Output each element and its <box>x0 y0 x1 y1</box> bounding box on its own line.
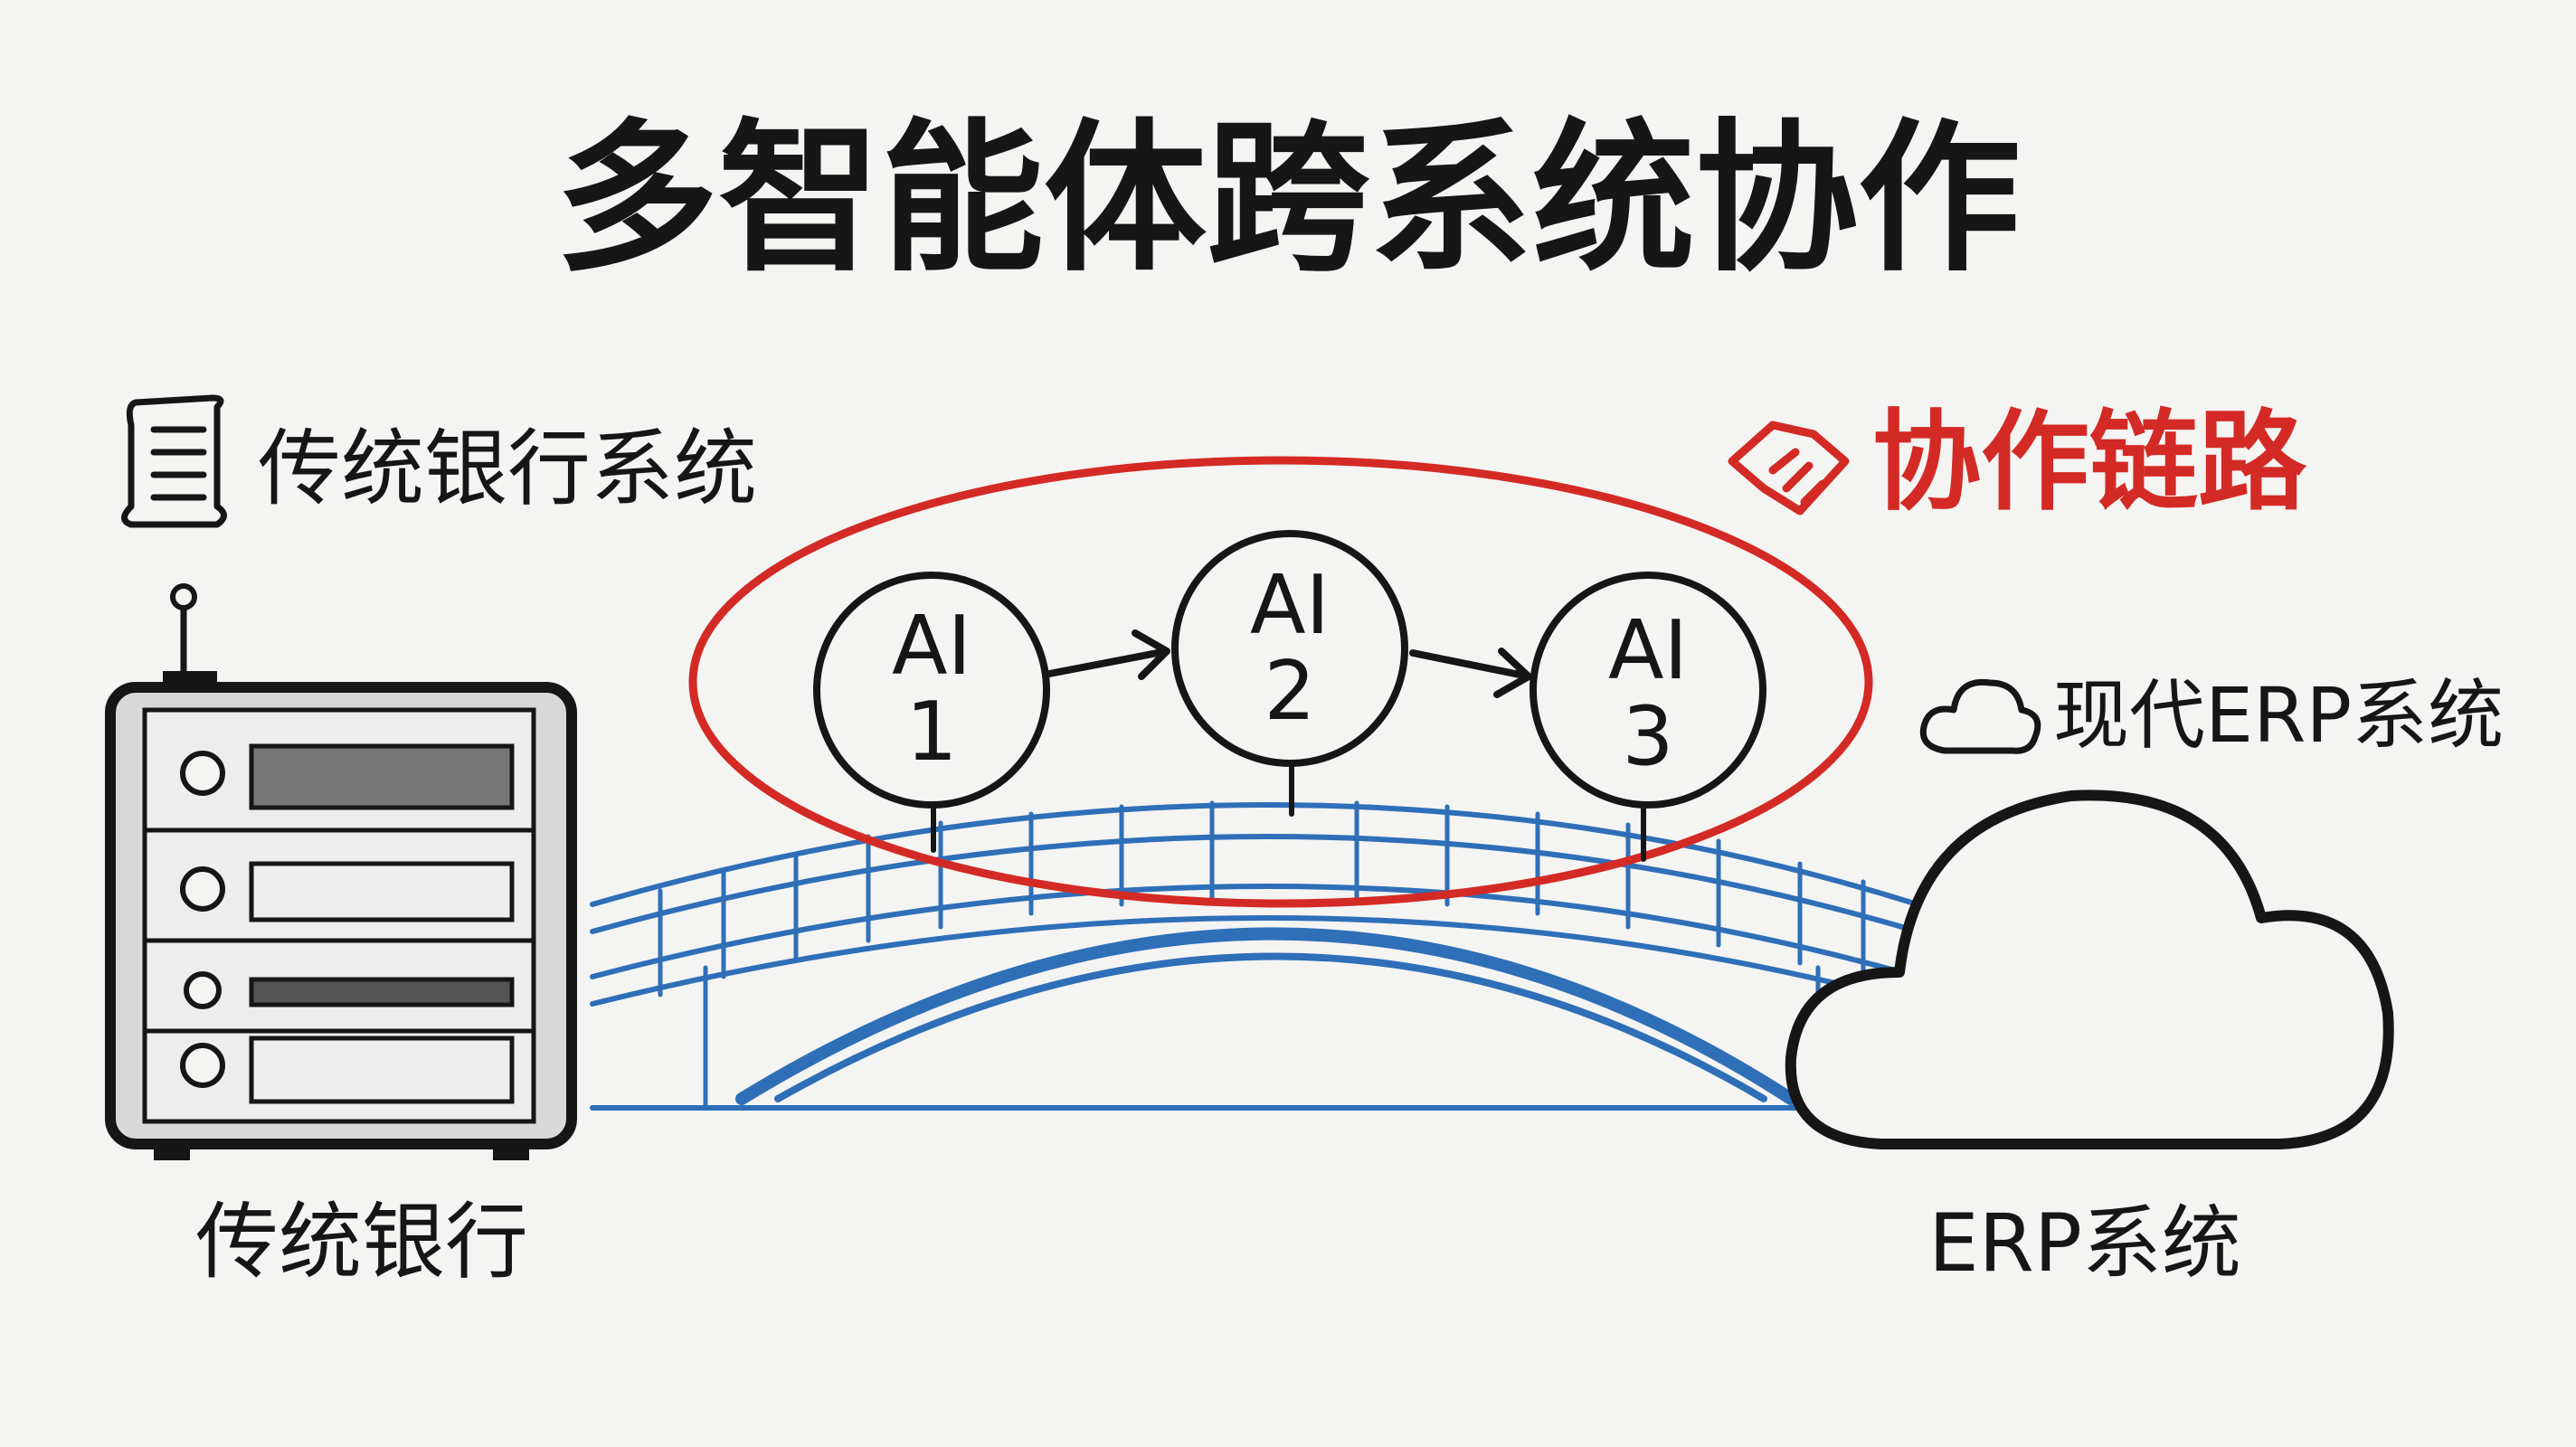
agent-node-1[interactable]: AI 1 <box>813 572 1050 853</box>
right-node-label: ERP系统 <box>1928 1196 2241 1290</box>
left-node-label: 传统银行 <box>195 1194 528 1291</box>
scroll-icon <box>121 394 227 528</box>
agent-number: 3 <box>1622 689 1673 784</box>
arrow-icon <box>1046 629 1170 680</box>
arrow-icon <box>1409 648 1532 698</box>
agent-label: AI <box>1608 603 1688 698</box>
page-title: 多智能体跨系统协作 <box>555 105 2021 294</box>
erp-cloud-icon <box>1785 790 2394 1149</box>
legend-modern-label: 现代ERP系统 <box>2053 671 2504 760</box>
agent-label: AI <box>1250 558 1330 653</box>
handshake-icon <box>1728 421 1850 515</box>
agent-node-2[interactable]: AI 2 <box>1171 530 1408 817</box>
cloud-icon <box>1919 678 2041 754</box>
server-icon <box>105 583 577 1160</box>
agent-number: 1 <box>905 685 957 780</box>
legend-chain-label: 协作链路 <box>1872 400 2307 525</box>
agent-number: 2 <box>1264 644 1315 739</box>
agent-node-3[interactable]: AI 3 <box>1530 572 1766 862</box>
agent-label: AI <box>892 599 971 694</box>
legend-legacy-label: 传统银行系统 <box>258 421 757 517</box>
bridge-illustration <box>590 800 1920 1111</box>
collaboration-chain-ring <box>688 456 1873 908</box>
